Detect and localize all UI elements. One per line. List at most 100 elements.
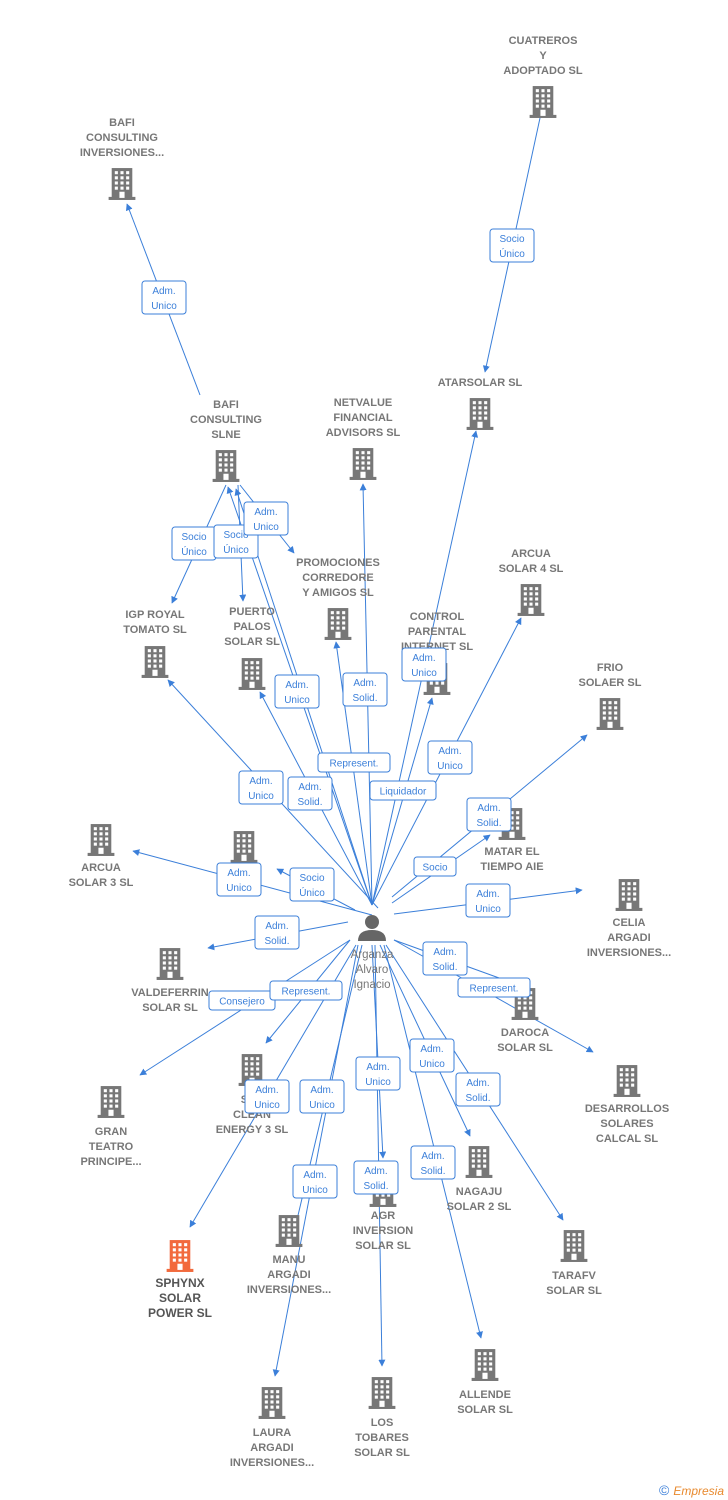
relation-badge[interactable]: Adm.Solid.: [466, 797, 512, 832]
relation-badge[interactable]: Liquidador: [369, 780, 437, 801]
company-label: ATARSOLAR SL: [438, 377, 523, 389]
company-node-atarsolar[interactable]: ATARSOLAR SL: [438, 377, 523, 430]
relation-badge[interactable]: Adm.Unico: [401, 647, 447, 682]
relation-badge[interactable]: Adm.Unico: [465, 883, 511, 918]
relation-badge[interactable]: Adm.Solid.: [254, 915, 300, 950]
building-icon: [141, 646, 169, 678]
building-icon: [465, 1146, 493, 1178]
relation-badge[interactable]: Adm.Unico: [243, 501, 289, 536]
relation-label: Adm.Solid.: [352, 678, 377, 704]
edge-line: [383, 944, 483, 1339]
building-icon: [324, 608, 352, 640]
relation-badge[interactable]: Adm.Unico: [409, 1038, 455, 1073]
relation-badge[interactable]: Adm.Unico: [274, 674, 320, 709]
relation-label: Adm.Solid.: [297, 782, 322, 808]
building-icon: [156, 948, 184, 980]
relation-badge[interactable]: Adm.Unico: [292, 1164, 338, 1199]
relation-label: Socio: [422, 863, 447, 874]
relation-badge[interactable]: Adm.Solid.: [287, 776, 333, 811]
building-icon: [471, 1349, 499, 1381]
relation-badge[interactable]: Adm.Solid.: [455, 1072, 501, 1107]
relation-label: Represent.: [470, 984, 519, 995]
brand-logo[interactable]: Empresia: [673, 1484, 724, 1498]
relation-badge[interactable]: Represent.: [457, 977, 531, 998]
building-icon: [368, 1377, 396, 1409]
relation-label: Adm.Unico: [437, 746, 463, 772]
relation-badge[interactable]: Represent.: [317, 752, 391, 773]
relation-label: Adm.Unico: [309, 1085, 335, 1111]
relation-badge[interactable]: Adm.Unico: [238, 770, 284, 805]
relation-badge[interactable]: Adm.Unico: [244, 1079, 290, 1114]
relation-label: Represent.: [330, 759, 379, 770]
relation-badge[interactable]: Consejero: [208, 990, 276, 1011]
relation-badge[interactable]: Adm.Unico: [355, 1056, 401, 1091]
relation-badge[interactable]: Represent.: [269, 980, 343, 1001]
footer: ©Empresia: [659, 1482, 724, 1498]
relation-badge[interactable]: Adm.Solid.: [422, 941, 468, 976]
relation-badge[interactable]: Adm.Solid.: [410, 1145, 456, 1180]
building-icon: [166, 1240, 194, 1272]
relation-badge[interactable]: Adm.Unico: [141, 280, 187, 315]
relation-badge[interactable]: Adm.Solid.: [342, 672, 388, 707]
relation-badge[interactable]: Socio: [413, 856, 457, 877]
relation-badge[interactable]: Adm.Unico: [427, 740, 473, 775]
relation-badge[interactable]: Adm.Unico: [299, 1079, 345, 1114]
building-icon: [529, 86, 557, 118]
building-icon: [615, 879, 643, 911]
relation-label: Adm.Unico: [254, 1085, 280, 1111]
building-icon: [349, 448, 377, 480]
relation-badge[interactable]: Adm.Solid.: [353, 1160, 399, 1195]
relation-label: Adm.Unico: [411, 653, 437, 679]
edge-line: [272, 944, 359, 1377]
relation-badge[interactable]: Adm.Unico: [216, 862, 262, 897]
